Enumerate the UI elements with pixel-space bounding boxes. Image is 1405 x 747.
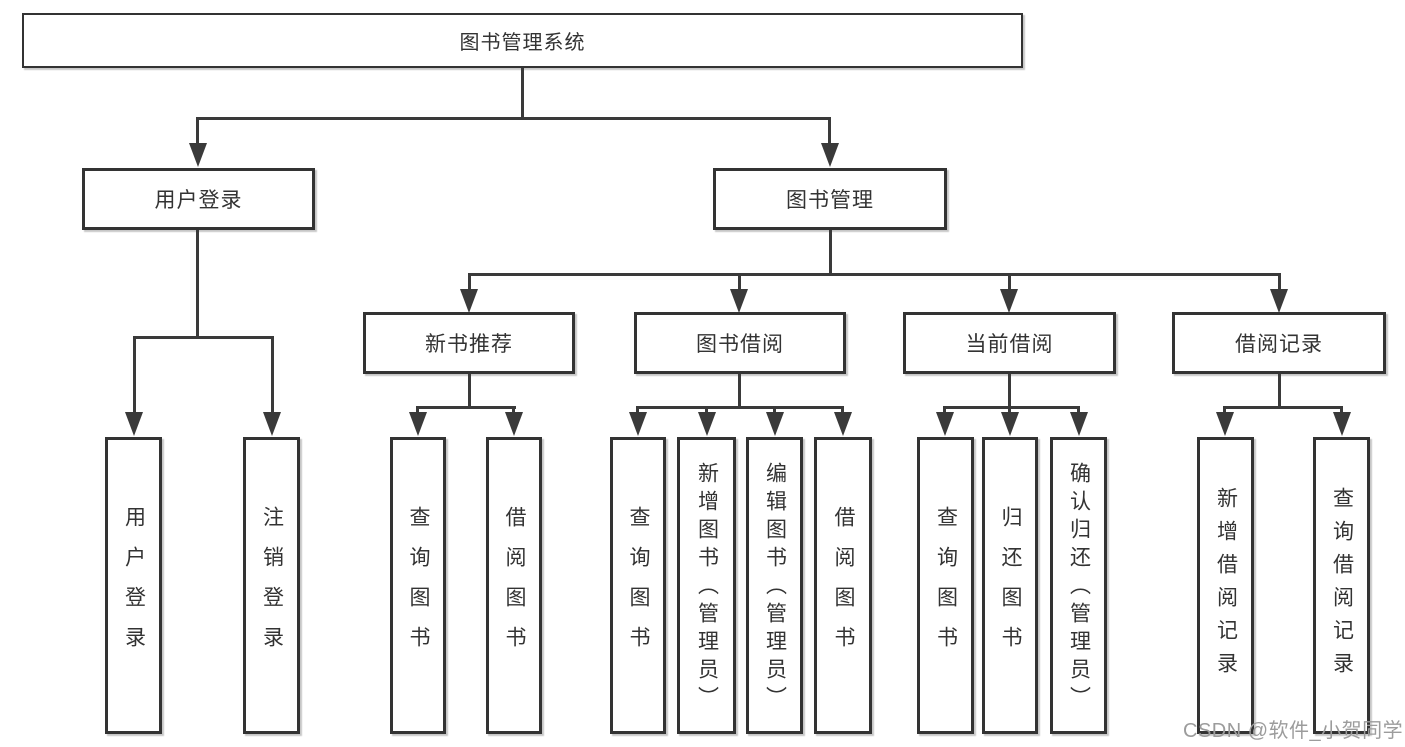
connector-stem	[1340, 406, 1343, 415]
connector-stem	[943, 406, 946, 415]
connector-root-vline	[521, 68, 524, 120]
connector-stem	[773, 406, 776, 415]
leaf-add-books-admin: 新增图书（管理员）	[677, 437, 736, 734]
arrow-down-icon	[1270, 289, 1288, 313]
connector-stem	[1278, 273, 1281, 291]
node-current-borrowing: 当前借阅	[903, 312, 1116, 374]
arrow-down-icon	[460, 289, 478, 313]
arrow-down-icon	[189, 143, 207, 167]
arrow-down-icon	[1000, 289, 1018, 313]
arrow-down-icon	[936, 412, 954, 436]
node-library-management-system: 图书管理系统	[22, 13, 1023, 68]
connector-book-management-hline	[468, 273, 1280, 276]
connector-stem	[271, 336, 274, 414]
connector-stem	[841, 406, 844, 415]
leaf-query-books-under-current: 查询图书	[917, 437, 974, 734]
node-new-book-recommend: 新书推荐	[363, 312, 575, 374]
connector-stem	[133, 336, 136, 414]
connector-user-login-vline	[196, 230, 199, 339]
connector-recommend-hline	[416, 406, 516, 409]
arrow-down-icon	[1001, 412, 1019, 436]
arrow-down-icon	[1216, 412, 1234, 436]
connector-root-hline	[197, 117, 831, 120]
arrow-down-icon	[505, 412, 523, 436]
arrow-down-icon	[821, 143, 839, 167]
leaf-query-borrow-record: 查询借阅记录	[1313, 437, 1370, 734]
connector-book-management-vline	[829, 230, 832, 276]
connector-borrowing-hline	[636, 406, 844, 409]
connector-stem	[512, 406, 515, 415]
connector-records-vline	[1278, 374, 1281, 409]
leaf-return-books: 归还图书	[982, 437, 1038, 734]
leaf-add-borrow-record: 新增借阅记录	[1197, 437, 1254, 734]
connector-stem	[468, 273, 471, 291]
connector-stem	[1008, 406, 1011, 415]
node-user-login: 用户登录	[82, 168, 315, 230]
connector-stem	[738, 273, 741, 291]
connector-stem	[416, 406, 419, 415]
connector-user-login-hline	[133, 336, 274, 339]
arrow-down-icon	[1333, 412, 1351, 436]
connector-stem	[1077, 406, 1080, 415]
arrow-down-icon	[698, 412, 716, 436]
arrow-down-icon	[263, 412, 281, 436]
node-book-borrowing: 图书借阅	[634, 312, 846, 374]
connector-current-hline	[943, 406, 1080, 409]
leaf-edit-books-admin: 编辑图书（管理员）	[746, 437, 803, 734]
connector-stem	[828, 117, 831, 145]
leaf-borrow-books-under-borrowing: 借阅图书	[814, 437, 872, 734]
leaf-borrow-books-under-recommend: 借阅图书	[486, 437, 542, 734]
connector-borrowing-vline	[738, 374, 741, 409]
arrow-down-icon	[125, 412, 143, 436]
arrow-down-icon	[1070, 412, 1088, 436]
node-book-management: 图书管理	[713, 168, 947, 230]
connector-stem	[705, 406, 708, 415]
leaf-user-login: 用户登录	[105, 437, 162, 734]
arrow-down-icon	[766, 412, 784, 436]
connector-current-vline	[1008, 374, 1011, 409]
leaf-query-books-under-borrowing: 查询图书	[610, 437, 666, 734]
connector-stem	[1223, 406, 1226, 415]
leaf-query-books-under-recommend: 查询图书	[390, 437, 446, 734]
connector-stem	[1008, 273, 1011, 291]
leaf-logout: 注销登录	[243, 437, 300, 734]
arrow-down-icon	[730, 289, 748, 313]
node-borrow-records: 借阅记录	[1172, 312, 1386, 374]
leaf-confirm-return-admin: 确认归还（管理员）	[1050, 437, 1107, 734]
connector-stem	[196, 117, 199, 145]
arrow-down-icon	[409, 412, 427, 436]
connector-stem	[636, 406, 639, 415]
connector-recommend-vline	[468, 374, 471, 409]
arrow-down-icon	[834, 412, 852, 436]
arrow-down-icon	[629, 412, 647, 436]
csdn-watermark: CSDN @软件_小贺同学	[1183, 720, 1404, 742]
connector-records-hline	[1223, 406, 1342, 409]
